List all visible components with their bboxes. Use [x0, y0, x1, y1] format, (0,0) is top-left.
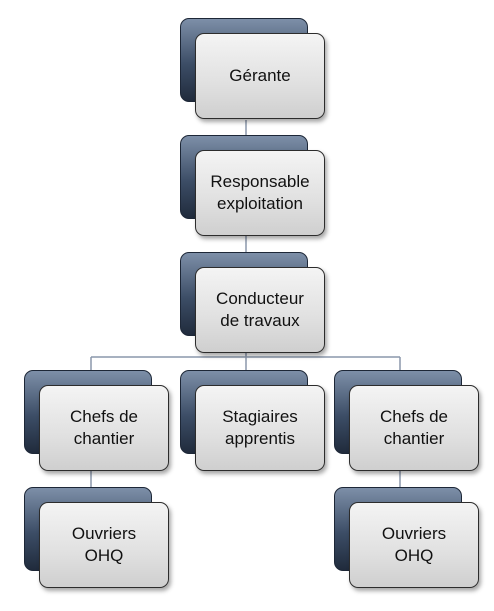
- node-front-card: Chefs de chantier: [349, 385, 479, 471]
- node-front-card: Ouvriers OHQ: [349, 502, 479, 588]
- node-responsable-exploitation: Responsable exploitation: [180, 135, 326, 237]
- node-label: Ouvriers OHQ: [71, 524, 137, 565]
- node-conducteur-travaux: Conducteur de travaux: [180, 252, 326, 354]
- node-front-card: Chefs de chantier: [39, 385, 169, 471]
- node-label: Responsable exploitation: [210, 172, 310, 213]
- node-chefs-chantier-right: Chefs de chantier: [334, 370, 480, 472]
- node-gerante: Gérante: [180, 18, 326, 120]
- node-label: Conducteur de travaux: [216, 289, 304, 330]
- node-label: Ouvriers OHQ: [381, 524, 447, 565]
- node-label: Chefs de chantier: [69, 407, 139, 448]
- node-ouvriers-ohq-right: Ouvriers OHQ: [334, 487, 480, 589]
- node-label: Chefs de chantier: [379, 407, 449, 448]
- node-label: Gérante: [229, 66, 291, 85]
- node-front-card: Stagiaires apprentis: [195, 385, 325, 471]
- node-front-card: Conducteur de travaux: [195, 267, 325, 353]
- node-chefs-chantier-left: Chefs de chantier: [24, 370, 170, 472]
- node-front-card: Responsable exploitation: [195, 150, 325, 236]
- node-label: Stagiaires apprentis: [222, 407, 298, 448]
- node-ouvriers-ohq-left: Ouvriers OHQ: [24, 487, 170, 589]
- node-front-card: Gérante: [195, 33, 325, 119]
- node-front-card: Ouvriers OHQ: [39, 502, 169, 588]
- node-stagiaires-apprentis: Stagiaires apprentis: [180, 370, 326, 472]
